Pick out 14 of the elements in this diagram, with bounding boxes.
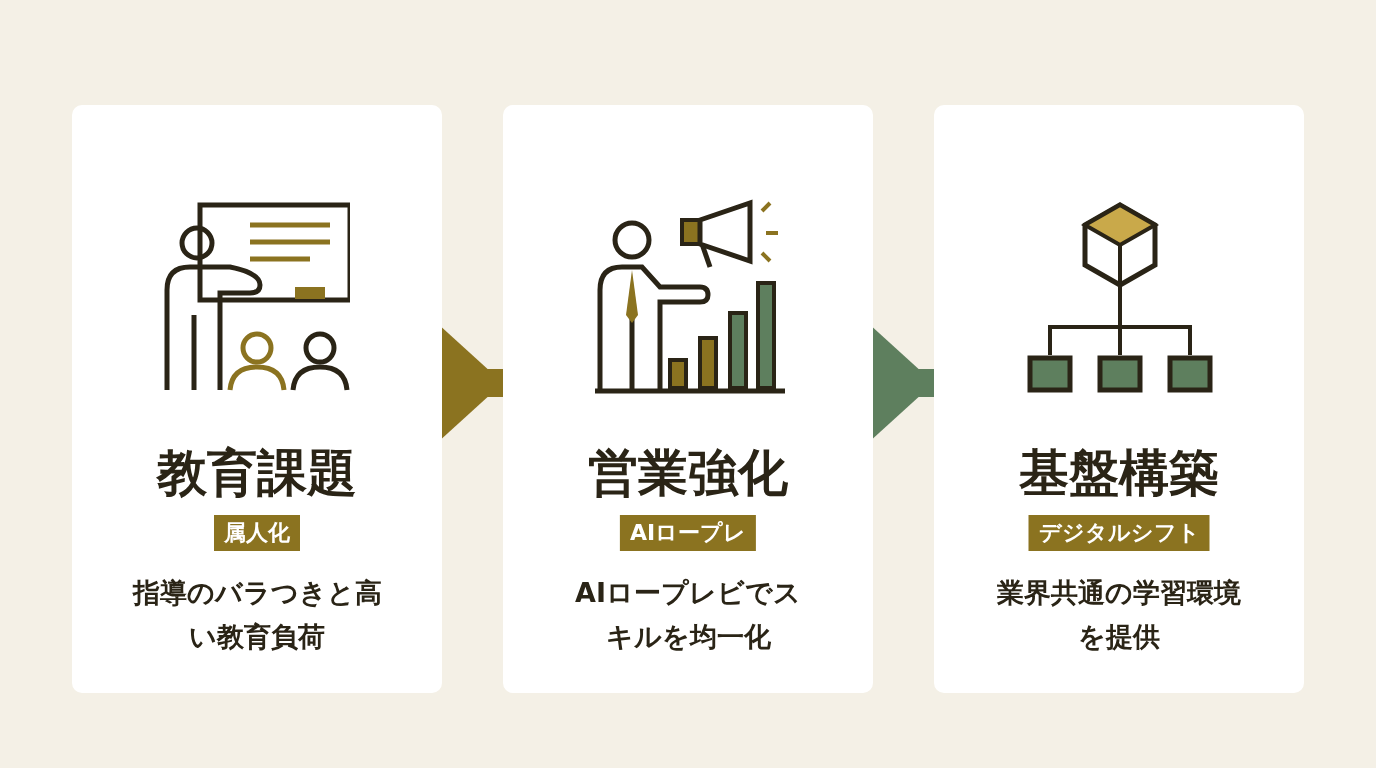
card-title: 基盤構築 bbox=[1018, 442, 1220, 504]
tag-label: デジタルシフト bbox=[1028, 515, 1210, 551]
description: AIロープレビでスキルを均一化 bbox=[574, 576, 802, 654]
card bbox=[72, 105, 442, 693]
arrow bbox=[872, 327, 934, 439]
arrow bbox=[441, 327, 503, 439]
card bbox=[503, 105, 873, 693]
card bbox=[934, 105, 1304, 693]
card-title: 教育課題 bbox=[155, 442, 358, 504]
description: 業界共通の学習環境を提供 bbox=[996, 576, 1242, 654]
description: 指導のバラつきと高い教育負荷 bbox=[132, 576, 382, 654]
tag-label: AIロープレ bbox=[619, 515, 757, 551]
card-title: 営業強化 bbox=[587, 442, 789, 504]
tag-label: 属人化 bbox=[214, 515, 300, 551]
